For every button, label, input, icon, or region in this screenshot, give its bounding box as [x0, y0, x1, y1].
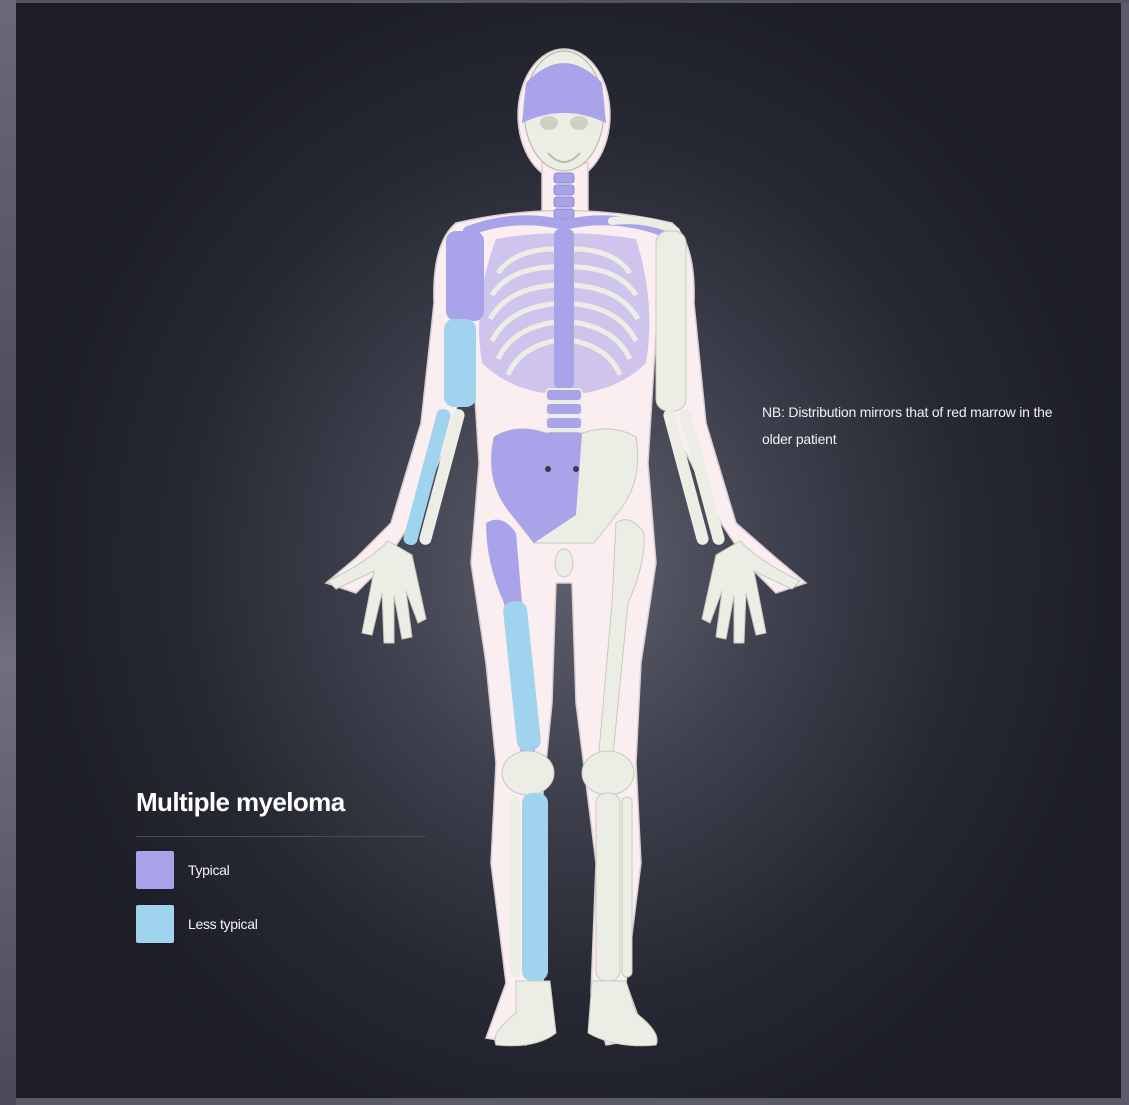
legend: Multiple myeloma Typical Less typical	[136, 787, 426, 945]
knee-left	[502, 751, 554, 795]
distribution-note: NB: Distribution mirrors that of red mar…	[762, 399, 1082, 453]
diagram-panel: NB: Distribution mirrors that of red mar…	[16, 3, 1121, 1098]
legend-swatch-typical	[136, 851, 174, 889]
tibia-left	[510, 793, 548, 981]
legend-label-less-typical: Less typical	[188, 916, 258, 932]
left-frame	[0, 0, 16, 1105]
legend-item-less-typical: Less typical	[136, 905, 426, 945]
humerus-right	[656, 231, 686, 411]
tibia-right	[596, 793, 632, 981]
hand-left	[328, 541, 426, 643]
knee-right	[582, 751, 634, 795]
hand-right	[702, 541, 800, 643]
legend-label-typical: Typical	[188, 862, 229, 878]
foot-right	[588, 981, 657, 1046]
ribcage	[479, 229, 649, 395]
legend-item-typical: Typical	[136, 851, 426, 891]
legend-swatch-less-typical	[136, 905, 174, 943]
legend-title: Multiple myeloma	[136, 787, 426, 818]
legend-divider	[136, 836, 426, 837]
